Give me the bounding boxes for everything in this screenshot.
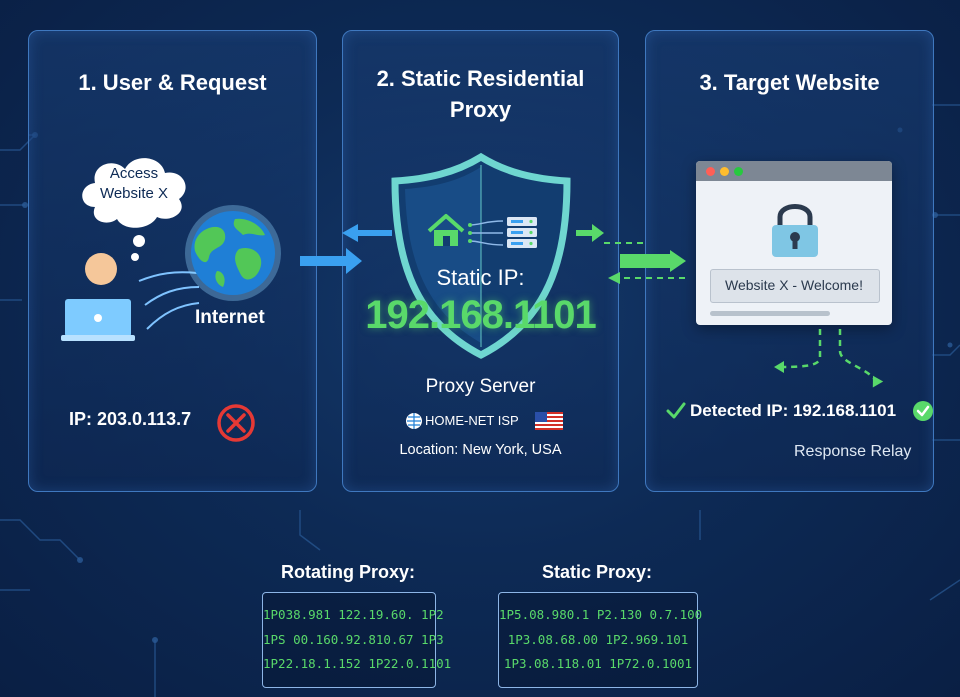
flow-arrows <box>300 224 690 284</box>
static-proxy-box: 1P5.08.980.1 P2.130 0.7.100 1P3.08.68.00… <box>498 592 703 688</box>
check-box-icon <box>666 402 686 419</box>
rotating-proxy-title: Rotating Proxy: <box>280 562 415 582</box>
static-residential-proxy-panel: 2. Static Residential Proxy Static IP: 1… <box>342 30 619 492</box>
laptop-icon <box>61 299 135 341</box>
house-icon <box>427 214 465 246</box>
globe-icon <box>185 205 281 301</box>
response-relay-label: Response Relay <box>794 443 912 460</box>
rotating-proxy-line-1: 1P038.981 122.19.60. 1P2 <box>263 607 444 622</box>
thought-bubble-line-2: Website X <box>99 185 169 202</box>
internet-label: Internet <box>195 307 265 328</box>
rotating-proxy-line-2: 1PS 00.160.92.810.67 1P3 <box>263 632 444 647</box>
padlock-icon <box>772 204 818 257</box>
connection-lines <box>138 271 200 330</box>
detected-ip-label: Detected IP: 192.168.1101 <box>690 401 897 420</box>
browser-content-line <box>710 311 830 316</box>
proxy-server-label: Proxy Server <box>425 376 536 397</box>
server-icon <box>468 217 537 248</box>
user-request-panel: 1. User & Request Access Website X Inter… <box>28 30 317 492</box>
user-ip-label: IP: 203.0.113.7 <box>69 409 192 429</box>
rotating-proxy-box: 1P038.981 122.19.60. 1P2 1PS 00.160.92.8… <box>262 592 452 688</box>
static-proxy-title: Static Proxy: <box>541 562 653 582</box>
panel-title-user-request: 1. User & Request <box>78 70 267 95</box>
static-proxy-line-2: 1P3.08.68.00 1P2.969.101 <box>507 632 689 647</box>
panel-title-proxy-line-1: 2. Static Residential <box>376 66 585 91</box>
static-ip-value: 192.168.1101 <box>365 293 596 337</box>
browser-minimize-dot <box>720 167 729 176</box>
welcome-banner <box>710 269 880 303</box>
static-proxy-line-3: 1P3.08.118.01 1P72.0.1001 <box>503 656 693 671</box>
browser-close-dot <box>706 167 715 176</box>
thought-bubble-icon <box>82 158 186 261</box>
globe-small-icon <box>406 413 422 429</box>
welcome-text: Website X - Welcome! <box>725 277 863 293</box>
location-label: Location: New York, USA <box>399 442 562 458</box>
browser-maximize-dot <box>734 167 743 176</box>
static-proxy-line-1: 1P5.08.980.1 P2.130 0.7.100 <box>499 607 703 622</box>
panel-title-target-website: 3. Target Website <box>699 70 880 95</box>
isp-label: HOME-NET ISP <box>425 413 519 428</box>
panel-title-proxy-line-2: Proxy <box>449 97 512 122</box>
target-website-panel: 3. Target Website Website X - Welcome! D… <box>645 30 934 492</box>
rotating-proxy-line-3: 1P22.18.1.152 1P22.0.1101 <box>263 656 452 671</box>
error-x-icon <box>217 404 255 442</box>
static-ip-label: Static IP: <box>436 265 525 290</box>
browser-titlebar <box>696 161 892 181</box>
relay-arrows <box>774 329 884 388</box>
us-flag-icon <box>535 412 563 430</box>
check-circle-icon <box>913 401 933 421</box>
shield-icon <box>391 152 571 359</box>
thought-bubble-line-1: Access <box>109 165 159 182</box>
